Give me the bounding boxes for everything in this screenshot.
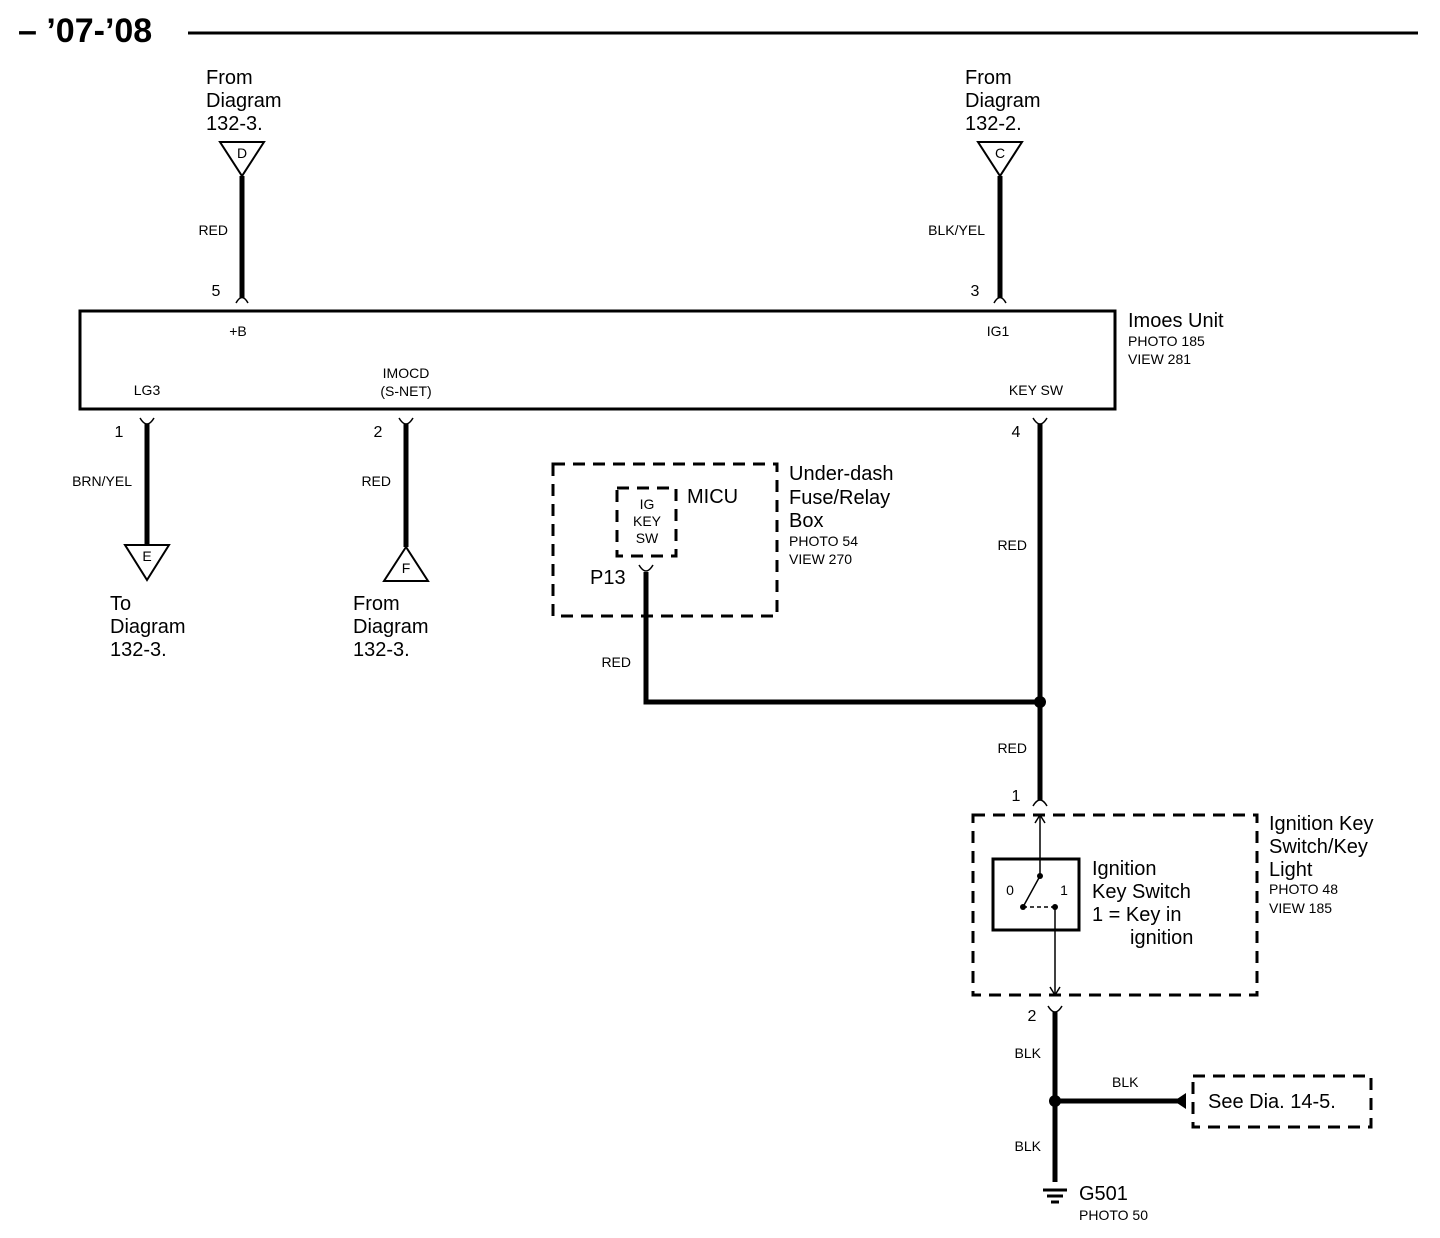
connector-d-caption-2: Diagram xyxy=(206,90,282,112)
connector-c-caption-3: 132-2. xyxy=(965,113,1022,135)
pin3-terminal xyxy=(993,296,1007,304)
see-dia-box xyxy=(1191,1074,1373,1129)
under-dash-name-3: Box xyxy=(789,510,823,532)
wire-color-p13: RED xyxy=(601,654,631,670)
micu-inner-2: KEY xyxy=(633,513,662,529)
wire-color-pin2: RED xyxy=(361,473,391,489)
connector-f: F From Diagram 132-3. xyxy=(353,545,430,661)
imoes-unit-photo: PHOTO 185 xyxy=(1128,333,1205,349)
ignition-photo: PHOTO 48 xyxy=(1269,881,1338,897)
ignition-name-1: Ignition Key xyxy=(1269,813,1374,835)
pin4-label: KEY SW xyxy=(1009,382,1064,398)
pin3-label: IG1 xyxy=(987,323,1010,339)
connector-d-caption-3: 132-3. xyxy=(206,113,263,135)
wire-color-ground-lower: BLK xyxy=(1015,1138,1042,1154)
under-dash-name-2: Fuse/Relay xyxy=(789,487,890,509)
pin4-terminal xyxy=(1032,417,1048,425)
connector-e-caption-3: 132-3. xyxy=(110,639,167,661)
switch-text-4: ignition xyxy=(1130,927,1193,949)
connector-c-triangle xyxy=(976,141,1024,178)
ignition-box xyxy=(971,813,1259,997)
connector-e: E To Diagram 132-3. xyxy=(110,544,186,661)
wire-color-see-dia: BLK xyxy=(1112,1074,1139,1090)
micu-inner-box xyxy=(615,486,678,558)
connector-c-caption-1: From xyxy=(965,67,1012,89)
switch-pos-1: 1 xyxy=(1060,882,1068,898)
pin5-label: +B xyxy=(229,323,247,339)
connector-d-letter: D xyxy=(237,145,247,161)
switch-pos-0: 0 xyxy=(1006,882,1014,898)
switch-top-arrow xyxy=(1034,813,1046,824)
pin5-number: 5 xyxy=(212,283,221,300)
pin1-label: LG3 xyxy=(134,382,161,398)
wire-color-pin1: BRN/YEL xyxy=(72,473,132,489)
connector-e-triangle xyxy=(123,544,171,582)
micu-inner-1: IG xyxy=(640,496,655,512)
connector-f-triangle xyxy=(382,545,430,582)
switch-text-3: 1 = Key in xyxy=(1092,904,1182,926)
connector-d-triangle xyxy=(218,141,266,178)
see-dia-arrow xyxy=(1174,1093,1186,1109)
pin5-terminal xyxy=(235,296,249,304)
connector-f-caption-2: Diagram xyxy=(353,616,429,638)
see-dia-text: See Dia. 14-5. xyxy=(1208,1091,1336,1113)
page-title: – ’07-’08 xyxy=(18,12,152,50)
pin2-terminal xyxy=(398,417,414,425)
pin1-number: 1 xyxy=(115,424,124,441)
under-dash-photo: PHOTO 54 xyxy=(789,533,858,549)
wire-color-pin4: RED xyxy=(997,537,1027,553)
wire-color-switch-ground: BLK xyxy=(1015,1045,1042,1061)
ignition-pin-top-terminal xyxy=(1032,799,1048,807)
ignition-pin-top: 1 xyxy=(1012,788,1021,805)
pin4-number: 4 xyxy=(1012,424,1021,441)
pin2-number: 2 xyxy=(374,424,383,441)
micu-pin: P13 xyxy=(590,567,626,589)
connector-f-letter: F xyxy=(402,560,411,576)
connector-c-caption-2: Diagram xyxy=(965,90,1041,112)
pin3-number: 3 xyxy=(971,283,980,300)
connector-d-caption-1: From xyxy=(206,67,253,89)
connector-f-caption-3: 132-3. xyxy=(353,639,410,661)
wire-p13-to-junction xyxy=(643,572,1040,705)
under-dash-view: VIEW 270 xyxy=(789,551,852,567)
connector-c: From Diagram 132-2. C xyxy=(965,67,1041,178)
switch-blade xyxy=(1022,875,1041,908)
ignition-pin-bottom: 2 xyxy=(1028,1008,1037,1025)
key-switch-box xyxy=(991,857,1081,932)
pin1-terminal xyxy=(139,417,155,425)
imoes-unit-view: VIEW 281 xyxy=(1128,351,1191,367)
pin2-label-2: (S-NET) xyxy=(380,383,431,399)
ignition-name-3: Light xyxy=(1269,859,1313,881)
connector-e-caption-1: To xyxy=(110,593,131,615)
micu-inner-3: SW xyxy=(636,530,659,546)
imoes-unit-box xyxy=(78,309,1117,411)
connector-d: From Diagram 132-3. D xyxy=(206,67,282,178)
ground-name: G501 xyxy=(1079,1183,1128,1205)
pin2-label-1: IMOCD xyxy=(383,365,430,381)
under-dash-name-1: Under-dash xyxy=(789,463,894,485)
connector-f-caption-1: From xyxy=(353,593,400,615)
ignition-view: VIEW 185 xyxy=(1269,900,1332,916)
switch-text-1: Ignition xyxy=(1092,858,1157,880)
connector-e-caption-2: Diagram xyxy=(110,616,186,638)
ground-photo: PHOTO 50 xyxy=(1079,1207,1148,1223)
wire-color-c: BLK/YEL xyxy=(928,222,985,238)
imoes-unit-name: Imoes Unit xyxy=(1128,310,1224,332)
connector-c-letter: C xyxy=(995,145,1005,161)
wire-color-d: RED xyxy=(198,222,228,238)
wire-color-junction: RED xyxy=(997,740,1027,756)
under-dash-box xyxy=(551,462,779,618)
switch-text-2: Key Switch xyxy=(1092,881,1191,903)
connector-e-letter: E xyxy=(142,548,151,564)
p13-terminal xyxy=(638,564,654,572)
micu-unit-label: MICU xyxy=(687,486,738,508)
ground-symbol xyxy=(1043,1188,1067,1204)
switch-bottom-arrow xyxy=(1049,986,1061,997)
ignition-pin-bottom-terminal xyxy=(1047,1005,1063,1013)
ignition-name-2: Switch/Key xyxy=(1269,836,1368,858)
